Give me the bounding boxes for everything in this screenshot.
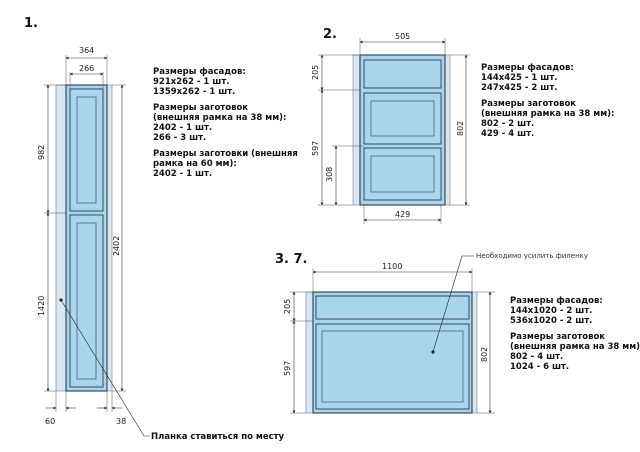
tall-cabinet	[55, 84, 113, 392]
svg-text:Размеры фасадов:: Размеры фасадов:	[153, 67, 246, 77]
svg-text:Размеры заготовок: Размеры заготовок	[153, 103, 248, 113]
section-2-label: 2.	[323, 27, 337, 42]
middle-drawer	[363, 92, 442, 145]
dim-1420: 1420	[37, 296, 46, 316]
drawer-cabinet	[352, 54, 451, 206]
dim-205: 205	[283, 299, 292, 314]
dim-38: 38	[116, 417, 126, 426]
svg-text:Размеры фасадов:: Размеры фасадов:	[510, 296, 603, 306]
svg-text:536x1020 - 2 шт.: 536x1020 - 2 шт.	[510, 316, 592, 326]
lower-door	[69, 214, 104, 388]
section-1-label: 1.	[24, 16, 38, 31]
dim-60: 60	[45, 417, 55, 426]
left-side-post	[55, 84, 67, 392]
dim-2402: 2402	[112, 236, 121, 256]
bottom-drawer-panel	[370, 155, 435, 193]
svg-text:Размеры фасадов:: Размеры фасадов:	[481, 63, 574, 73]
right-side-post	[444, 54, 451, 206]
svg-text:921x262 - 1 шт.: 921x262 - 1 шт.	[153, 77, 229, 87]
svg-text:Размеры заготовки (внешняя: Размеры заготовки (внешняя	[153, 149, 298, 159]
bottom-drawer	[363, 147, 442, 201]
dim-597: 597	[311, 141, 320, 156]
svg-text:247x425 - 2 шт.: 247x425 - 2 шт.	[481, 83, 557, 93]
bottom-door	[315, 323, 470, 410]
svg-text:(внешняя рамка на 38 мм):: (внешняя рамка на 38 мм):	[481, 109, 614, 119]
svg-text:2402 - 1 шт.: 2402 - 1 шт.	[153, 123, 212, 133]
top-drawer	[363, 59, 442, 89]
callout-leader	[432, 255, 474, 353]
section-1-notes: Размеры фасадов: 921x262 - 1 шт. 1359x26…	[153, 67, 298, 179]
lower-door-panel	[76, 222, 97, 380]
svg-text:1024 - 6 шт.: 1024 - 6 шт.	[510, 362, 569, 372]
svg-text:(внешняя рамка на 38 мм):: (внешняя рамка на 38 мм):	[153, 113, 286, 123]
svg-text:144x1020 - 2 шт.: 144x1020 - 2 шт.	[510, 306, 592, 316]
svg-text:рамка на 60 мм):: рамка на 60 мм):	[153, 159, 237, 169]
svg-text:144x425 - 1 шт.: 144x425 - 1 шт.	[481, 73, 557, 83]
section-2-notes: Размеры фасадов: 144x425 - 1 шт. 247x425…	[481, 63, 614, 139]
dim-205: 205	[311, 65, 320, 80]
bottom-door-panel	[321, 330, 464, 403]
callout-plank: Планка ставиться по месту	[151, 432, 285, 442]
svg-text:Размеры заготовок: Размеры заготовок	[510, 332, 605, 342]
upper-door	[69, 88, 104, 212]
dim-982: 982	[37, 145, 46, 160]
dim-505: 505	[395, 32, 410, 41]
dim-429: 429	[395, 210, 410, 219]
top-drawer	[315, 295, 470, 320]
svg-text:(внешняя рамка на 38 мм):: (внешняя рамка на 38 мм):	[510, 342, 640, 352]
middle-drawer-panel	[370, 100, 435, 137]
dim-802: 802	[456, 121, 465, 136]
wide-cabinet	[305, 291, 478, 414]
dim-308: 308	[325, 167, 334, 182]
section-3-label: 3. 7.	[275, 252, 308, 267]
dim-597: 597	[283, 361, 292, 376]
svg-text:2402 - 1 шт.: 2402 - 1 шт.	[153, 169, 212, 179]
dim-1100: 1100	[382, 262, 402, 271]
dim-266: 266	[79, 64, 94, 73]
callout-reinforce: Необходимо усилить филенку	[476, 252, 588, 260]
left-side-post	[352, 54, 361, 206]
svg-text:429 - 4 шт.: 429 - 4 шт.	[481, 129, 534, 139]
dim-802: 802	[480, 347, 489, 362]
svg-text:802 - 2 шт.: 802 - 2 шт.	[481, 119, 534, 129]
right-side-post	[471, 291, 478, 414]
svg-text:1359x262 - 1 шт.: 1359x262 - 1 шт.	[153, 87, 235, 97]
left-side-post	[305, 291, 314, 414]
svg-text:802 - 4 шт.: 802 - 4 шт.	[510, 352, 563, 362]
svg-text:Размеры заготовок: Размеры заготовок	[481, 99, 576, 109]
section-3-notes: Размеры фасадов: 144x1020 - 2 шт. 536x10…	[510, 296, 640, 372]
callout-leader	[60, 299, 150, 437]
upper-door-panel	[76, 96, 97, 204]
svg-text:266 - 3 шт.: 266 - 3 шт.	[153, 133, 206, 143]
dim-364: 364	[79, 46, 94, 55]
